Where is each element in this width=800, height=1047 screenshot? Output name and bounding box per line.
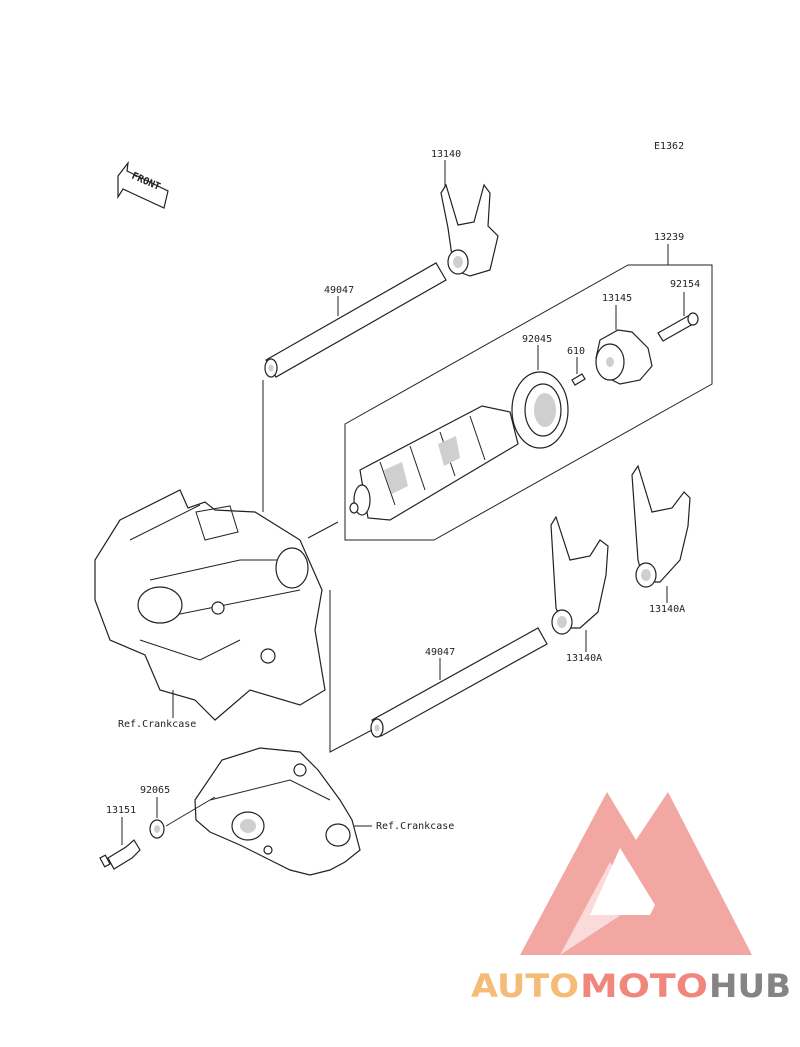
shift-rod-upper: [264, 262, 447, 378]
watermark-hub: HUB: [709, 967, 791, 1005]
watermark-moto: MOTO: [580, 967, 708, 1005]
crankcase-lower: [194, 747, 361, 876]
washer: [149, 819, 165, 839]
shift-cam: [595, 329, 653, 385]
shift-fork-mid: [550, 515, 609, 635]
neutral-switch: [99, 839, 141, 870]
label-pin: 610: [567, 346, 585, 357]
crankcase-upper: [94, 489, 326, 721]
shift-fork-right: [631, 464, 691, 588]
label-bolt: 92154: [670, 279, 700, 290]
watermark-logo: [520, 792, 752, 955]
label-shaft-upper: 49047: [324, 285, 354, 296]
front-arrow-icon: FRONT: [117, 160, 169, 209]
bearing: [511, 371, 569, 449]
label-bearing: 92045: [522, 334, 552, 345]
pin: [571, 373, 586, 386]
watermark-text: AUTO MOTO HUB: [471, 967, 791, 1005]
diagram-code: E1362: [654, 141, 684, 152]
label-drum-assembly: 13239: [654, 232, 684, 243]
label-switch: 13151: [106, 805, 136, 816]
label-fork-top: 13140: [431, 149, 461, 160]
shift-drum: [349, 405, 519, 521]
shift-rod-lower: [370, 627, 548, 738]
label-shaft-lower: 49047: [425, 647, 455, 658]
label-fork-mid: 13140A: [566, 653, 602, 664]
label-washer: 92065: [140, 785, 170, 796]
label-cam: 13145: [602, 293, 632, 304]
watermark-auto: AUTO: [471, 967, 579, 1005]
label-crankcase-lower: Ref.Crankcase: [376, 821, 454, 832]
label-crankcase-upper: Ref.Crankcase: [118, 719, 196, 730]
drum-assembly-box: [344, 264, 713, 541]
bolt: [657, 312, 699, 342]
shift-fork-top: [440, 183, 499, 277]
label-fork-right: 13140A: [649, 604, 685, 615]
